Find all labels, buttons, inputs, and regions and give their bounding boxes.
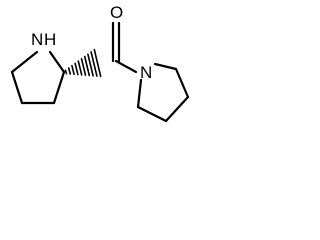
carbonyl-double-bond xyxy=(111,21,121,63)
bond-n-ca xyxy=(153,62,178,71)
bond-c5-c4 xyxy=(10,70,24,105)
atom-label-nh-h: H xyxy=(44,30,56,49)
bond-ca-cb xyxy=(174,67,190,99)
atom-label-carbonyl-o: O xyxy=(110,3,123,22)
atom-label-amide-n: N xyxy=(140,63,152,82)
bond-cc-cd xyxy=(136,105,168,123)
pyrrolidine-ring-left xyxy=(10,50,66,105)
bond-c2-nh xyxy=(48,50,66,74)
bond-cd-n xyxy=(136,78,143,109)
atom-label-nh-n: N xyxy=(31,30,43,49)
chemical-structure: N H O N xyxy=(10,3,190,123)
bond-nh-c5 xyxy=(10,50,39,74)
hashed-wedge-bond xyxy=(64,48,102,78)
bond-cb-cc xyxy=(164,95,190,123)
bond-c3-c2 xyxy=(52,70,66,105)
pyrrolidine-ring-right xyxy=(136,62,190,123)
bond-carbonyl-amide-n xyxy=(114,59,138,74)
